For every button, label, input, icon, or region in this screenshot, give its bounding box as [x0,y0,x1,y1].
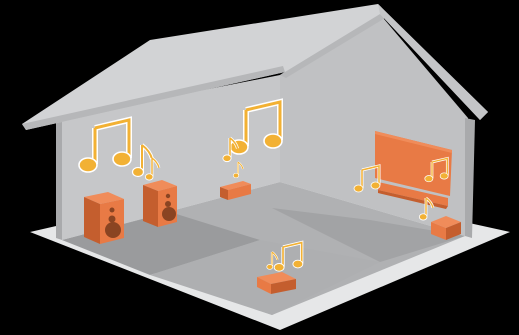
speaker-icon [84,192,124,244]
speaker-icon [143,180,177,227]
